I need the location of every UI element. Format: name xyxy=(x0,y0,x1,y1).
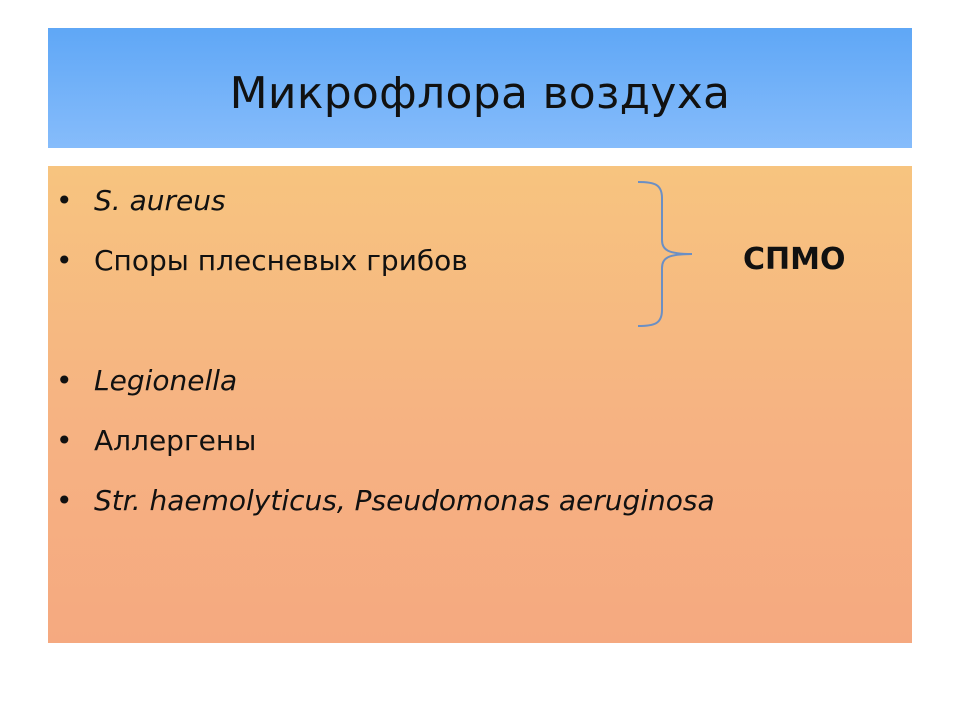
bullet-item: • S. aureus xyxy=(56,184,226,217)
bullet-dot: • xyxy=(56,364,73,397)
bracket-label: СПМО xyxy=(743,242,846,277)
content-area: • S. aureus • Споры плесневых грибов • Legi… xyxy=(48,166,912,643)
bullet-dot: • xyxy=(56,484,73,517)
bullet-item: • Legionella xyxy=(56,364,237,397)
bullet-text: S. aureus xyxy=(94,184,226,217)
bullet-text: Аллергены xyxy=(94,424,257,457)
bullet-text: Споры плесневых грибов xyxy=(94,244,468,277)
title-band: Микрофлора воздуха xyxy=(48,28,912,148)
bullet-dot: • xyxy=(56,424,73,457)
bullet-dot: • xyxy=(56,244,73,277)
slide-title: Микрофлора воздуха xyxy=(229,67,731,119)
bullet-item: • Str. haemolyticus, Pseudomonas aerugino… xyxy=(56,484,715,517)
brace-path xyxy=(637,181,693,327)
bullet-text: Str. haemolyticus, Pseudomonas aeruginos… xyxy=(94,484,715,517)
bullet-dot: • xyxy=(56,184,73,217)
right-brace-icon xyxy=(637,181,693,327)
bullet-item: • Аллергены xyxy=(56,424,256,457)
bullet-text: Legionella xyxy=(94,364,238,397)
bullet-item: • Споры плесневых грибов xyxy=(56,244,468,277)
